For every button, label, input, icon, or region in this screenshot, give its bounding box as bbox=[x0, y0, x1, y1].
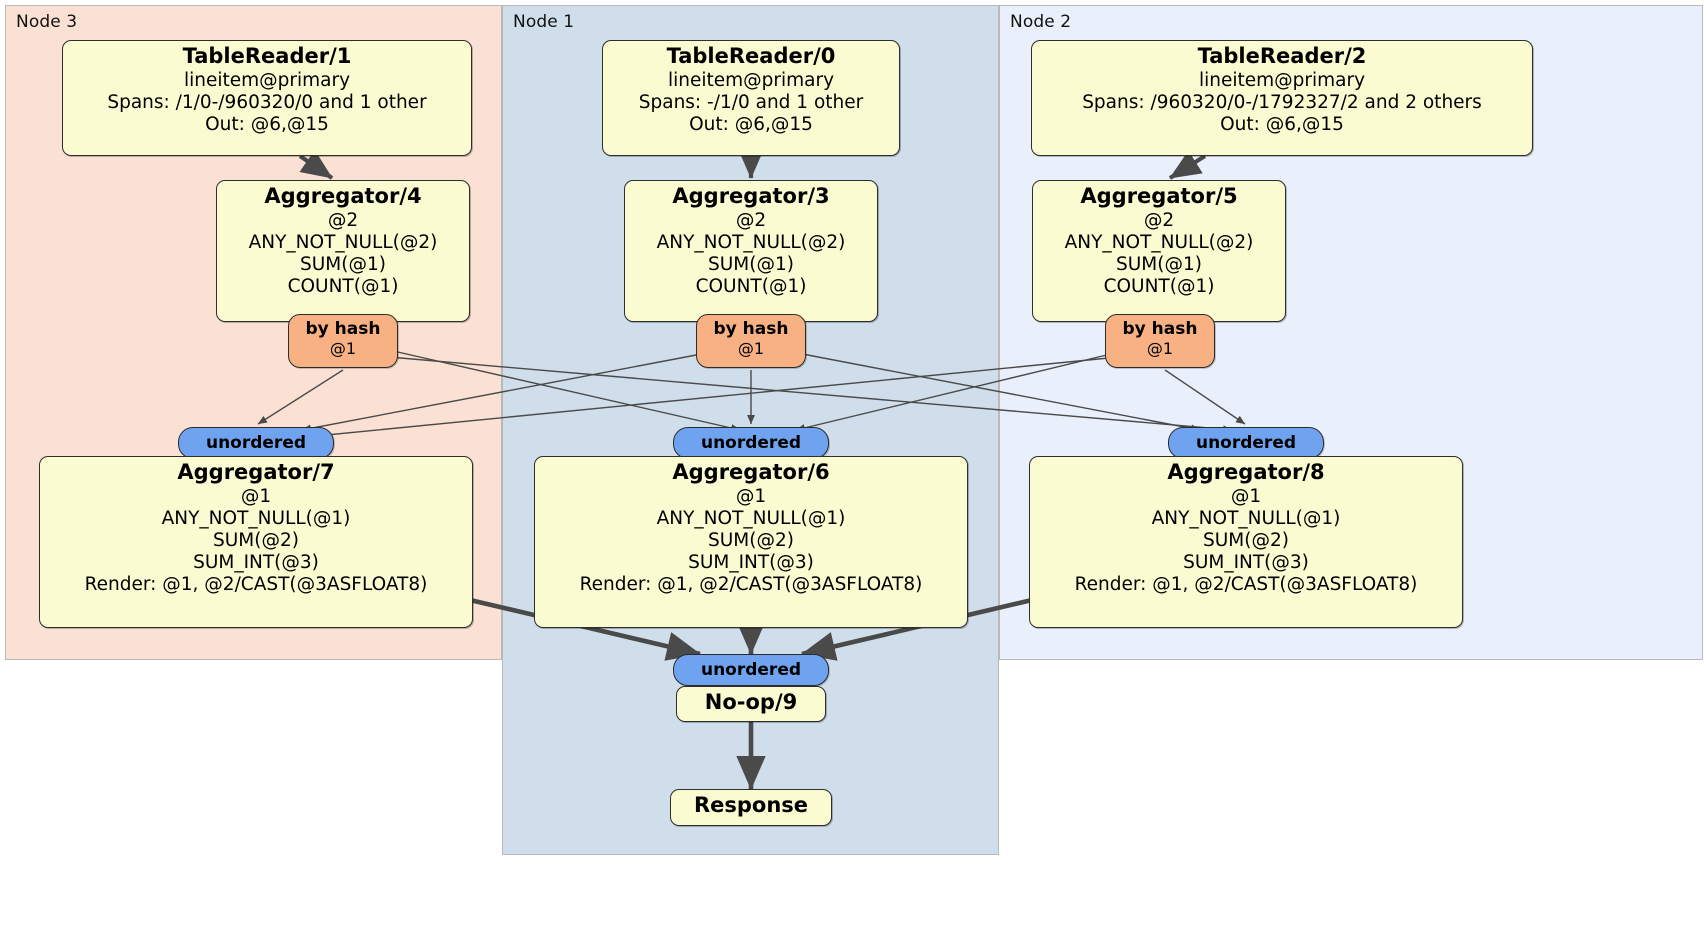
processor-title: Aggregator/5 bbox=[1080, 184, 1238, 208]
processor-line: Render: @1, @2/CAST(@3ASFLOAT8) bbox=[1074, 573, 1418, 595]
processor-line: lineitem@primary bbox=[1198, 69, 1366, 91]
processor-aggregator-6[interactable]: Aggregator/6 @1 ANY_NOT_NULL(@1) SUM(@2)… bbox=[534, 456, 968, 628]
processor-line: Spans: /1/0-/960320/0 and 1 other bbox=[107, 91, 427, 113]
processor-line: SUM_INT(@3) bbox=[688, 551, 814, 573]
processor-title: Aggregator/4 bbox=[264, 184, 422, 208]
processor-line: SUM(@2) bbox=[213, 529, 299, 551]
router-sublabel: @1 bbox=[1146, 338, 1174, 358]
processor-line: ANY_NOT_NULL(@1) bbox=[656, 507, 846, 529]
processor-line: COUNT(@1) bbox=[287, 275, 399, 297]
processor-line: Render: @1, @2/CAST(@3ASFLOAT8) bbox=[84, 573, 428, 595]
processor-table-reader-0[interactable]: TableReader/0 lineitem@primary Spans: -/… bbox=[602, 40, 900, 156]
processor-line: ANY_NOT_NULL(@2) bbox=[656, 231, 846, 253]
router-sublabel: @1 bbox=[329, 338, 357, 358]
processor-title: TableReader/0 bbox=[666, 44, 836, 68]
processor-line: ANY_NOT_NULL(@1) bbox=[161, 507, 351, 529]
processor-line: SUM(@1) bbox=[1116, 253, 1202, 275]
processor-aggregator-7[interactable]: Aggregator/7 @1 ANY_NOT_NULL(@1) SUM(@2)… bbox=[39, 456, 473, 628]
processor-title: Response bbox=[693, 793, 809, 817]
processor-line: @2 bbox=[327, 209, 359, 231]
processor-line: @1 bbox=[735, 485, 767, 507]
processor-line: lineitem@primary bbox=[667, 69, 835, 91]
processor-aggregator-4[interactable]: Aggregator/4 @2 ANY_NOT_NULL(@2) SUM(@1)… bbox=[216, 180, 470, 322]
processor-line: @1 bbox=[1230, 485, 1262, 507]
router-label: unordered bbox=[1195, 433, 1297, 453]
processor-title: Aggregator/8 bbox=[1167, 460, 1325, 484]
processor-line: @2 bbox=[1143, 209, 1175, 231]
processor-line: SUM(@1) bbox=[708, 253, 794, 275]
processor-line: Out: @6,@15 bbox=[1220, 113, 1344, 135]
processor-title: No-op/9 bbox=[704, 690, 798, 714]
panel-node-3-label: Node 3 bbox=[16, 12, 78, 32]
processor-line: Out: @6,@15 bbox=[205, 113, 329, 135]
processor-aggregator-8[interactable]: Aggregator/8 @1 ANY_NOT_NULL(@1) SUM(@2)… bbox=[1029, 456, 1463, 628]
processor-line: SUM(@2) bbox=[1203, 529, 1289, 551]
router-label: by hash bbox=[1122, 319, 1198, 339]
processor-table-reader-1[interactable]: TableReader/1 lineitem@primary Spans: /1… bbox=[62, 40, 472, 156]
processor-line: Out: @6,@15 bbox=[689, 113, 813, 135]
router-unordered-left[interactable]: unordered bbox=[178, 427, 334, 459]
router-unordered-mid[interactable]: unordered bbox=[673, 427, 829, 459]
panel-node-2-label: Node 2 bbox=[1010, 12, 1072, 32]
processor-line: SUM_INT(@3) bbox=[1183, 551, 1309, 573]
processor-line: ANY_NOT_NULL(@2) bbox=[1064, 231, 1254, 253]
processor-line: SUM_INT(@3) bbox=[193, 551, 319, 573]
router-label: unordered bbox=[205, 433, 307, 453]
router-label: unordered bbox=[700, 660, 802, 680]
processor-line: lineitem@primary bbox=[183, 69, 351, 91]
processor-line: COUNT(@1) bbox=[695, 275, 807, 297]
router-label: by hash bbox=[713, 319, 789, 339]
processor-aggregator-5[interactable]: Aggregator/5 @2 ANY_NOT_NULL(@2) SUM(@1)… bbox=[1032, 180, 1286, 322]
processor-line: Render: @1, @2/CAST(@3ASFLOAT8) bbox=[579, 573, 923, 595]
processor-no-op-9[interactable]: No-op/9 bbox=[676, 686, 826, 722]
router-sublabel: @1 bbox=[737, 338, 765, 358]
router-label: by hash bbox=[305, 319, 381, 339]
processor-line: COUNT(@1) bbox=[1103, 275, 1215, 297]
processor-line: ANY_NOT_NULL(@2) bbox=[248, 231, 438, 253]
processor-line: @2 bbox=[735, 209, 767, 231]
processor-title: TableReader/1 bbox=[182, 44, 352, 68]
processor-title: Aggregator/7 bbox=[177, 460, 335, 484]
router-by-hash-left[interactable]: by hash @1 bbox=[288, 314, 398, 368]
processor-title: Aggregator/3 bbox=[672, 184, 830, 208]
panel-node-1-label: Node 1 bbox=[513, 12, 575, 32]
processor-line: ANY_NOT_NULL(@1) bbox=[1151, 507, 1341, 529]
processor-line: SUM(@1) bbox=[300, 253, 386, 275]
router-label: unordered bbox=[700, 433, 802, 453]
processor-title: Aggregator/6 bbox=[672, 460, 830, 484]
processor-line: SUM(@2) bbox=[708, 529, 794, 551]
router-unordered-right[interactable]: unordered bbox=[1168, 427, 1324, 459]
processor-line: Spans: /960320/0-/1792327/2 and 2 others bbox=[1082, 91, 1482, 113]
processor-aggregator-3[interactable]: Aggregator/3 @2 ANY_NOT_NULL(@2) SUM(@1)… bbox=[624, 180, 878, 322]
processor-title: TableReader/2 bbox=[1197, 44, 1367, 68]
processor-line: @1 bbox=[240, 485, 272, 507]
processor-table-reader-2[interactable]: TableReader/2 lineitem@primary Spans: /9… bbox=[1031, 40, 1533, 156]
router-unordered-final[interactable]: unordered bbox=[673, 654, 829, 686]
processor-response[interactable]: Response bbox=[670, 789, 832, 826]
router-by-hash-mid[interactable]: by hash @1 bbox=[696, 314, 806, 368]
processor-line: Spans: -/1/0 and 1 other bbox=[638, 91, 864, 113]
router-by-hash-right[interactable]: by hash @1 bbox=[1105, 314, 1215, 368]
